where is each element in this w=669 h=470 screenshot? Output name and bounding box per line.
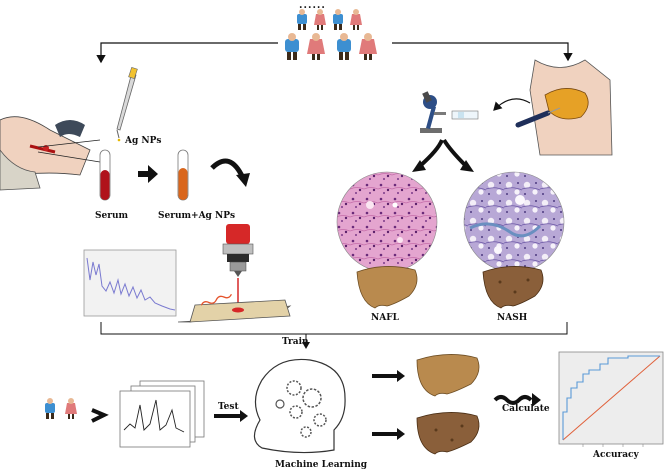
torso-biopsy-icon <box>515 59 613 156</box>
test-people-icon <box>45 398 77 419</box>
predicted-nafl-liver-icon <box>416 354 480 397</box>
test-label: Test <box>218 402 239 412</box>
raman-laser-icon <box>177 224 292 323</box>
serum-label: Serum <box>95 211 129 221</box>
serum-tube <box>99 149 111 201</box>
nash-liver-icon <box>482 266 544 309</box>
branch-arrow-left <box>96 42 278 64</box>
nafl-label: NAFL <box>371 313 399 323</box>
curved-arrow <box>210 158 246 180</box>
serum-agnp-tube <box>177 149 189 201</box>
machine-learning-label: Machine Learning <box>275 460 368 470</box>
arrow-to-spectra <box>91 408 109 423</box>
train-label: Train <box>282 337 309 347</box>
ag-nps-label: Ag NPs <box>125 136 162 146</box>
biopsy-arrow <box>493 98 531 111</box>
blood-draw-arm-icon <box>0 116 101 191</box>
nash-label: NASH <box>497 313 528 323</box>
merge-bracket <box>100 322 568 335</box>
people-group-icon <box>285 9 377 60</box>
accuracy-label: Accuracy <box>593 450 639 460</box>
pipette-icon <box>116 66 138 142</box>
slide-icon <box>451 110 479 120</box>
roc-curve-plot <box>558 351 664 447</box>
nafl-liver-icon <box>356 266 418 309</box>
raman-spectrum-plot <box>83 249 177 317</box>
calculate-label: Calculate <box>502 404 550 414</box>
predicted-nash-liver-icon <box>416 412 480 455</box>
nash-histology <box>463 171 565 273</box>
head-gears-icon <box>253 358 346 454</box>
process-arrow <box>138 165 158 183</box>
microscope-icon <box>420 91 446 133</box>
nafl-histology <box>336 171 438 273</box>
serum-ag-nps-label: Serum+Ag NPs <box>158 211 236 221</box>
population-ellipsis: ...... <box>299 0 326 11</box>
calculate-arrow <box>493 395 533 405</box>
branch-arrow-right <box>392 42 573 62</box>
arrow-to-nash <box>442 138 468 168</box>
test-spectra-stack <box>119 380 205 448</box>
arrow-to-nafl <box>418 139 444 168</box>
